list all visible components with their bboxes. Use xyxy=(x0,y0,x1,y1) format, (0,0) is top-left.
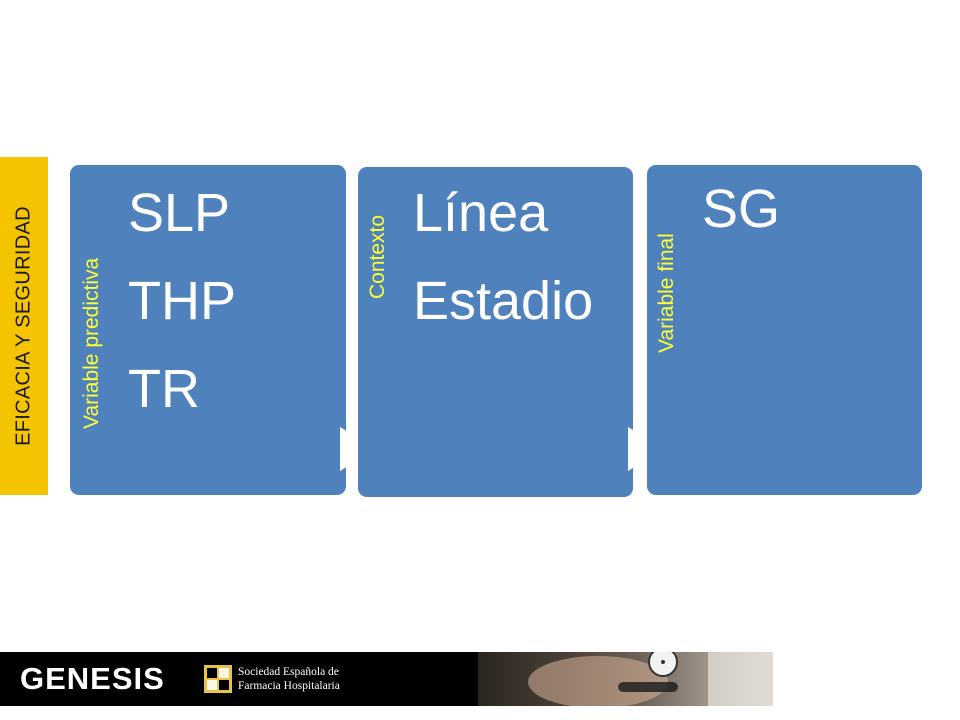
box-item: SLP xyxy=(128,183,231,243)
genesis-logo: GENESIS xyxy=(20,661,165,696)
org-name: Sociedad Española de Farmacia Hospitalar… xyxy=(238,665,340,693)
box-item: SG xyxy=(702,179,781,239)
box-item-list: Línea Estadio xyxy=(413,169,593,345)
box-item-list: SLP THP TR xyxy=(128,169,236,433)
org-name-line: Farmacia Hospitalaria xyxy=(238,680,340,692)
box-label-context: Contexto xyxy=(366,214,389,299)
footer-banner: GENESIS Sociedad Española de Farmacia Ho… xyxy=(0,652,960,706)
sefh-seal-icon xyxy=(204,665,232,693)
box-item: THP xyxy=(128,271,236,331)
box-final-variable: Variable final SG xyxy=(647,165,922,495)
org-name-line: Sociedad Española de xyxy=(238,666,339,678)
box-context: Contexto Línea Estadio xyxy=(358,167,633,497)
doctor-photo xyxy=(478,652,773,706)
box-label-final: Variable final xyxy=(655,233,678,353)
box-item-list: SG xyxy=(702,165,780,253)
footer-band: GENESIS Sociedad Española de Farmacia Ho… xyxy=(0,652,478,706)
box-item: Línea xyxy=(413,183,549,243)
box-item: TR xyxy=(128,359,200,419)
side-tab: EFICACIA Y SEGURIDAD xyxy=(0,157,48,495)
side-tab-label: EFICACIA Y SEGURIDAD xyxy=(12,206,35,446)
box-item: Estadio xyxy=(413,271,594,331)
box-predictive-variable: Variable predictiva SLP THP TR xyxy=(70,165,346,495)
box-label-predictive: Variable predictiva xyxy=(80,257,103,429)
